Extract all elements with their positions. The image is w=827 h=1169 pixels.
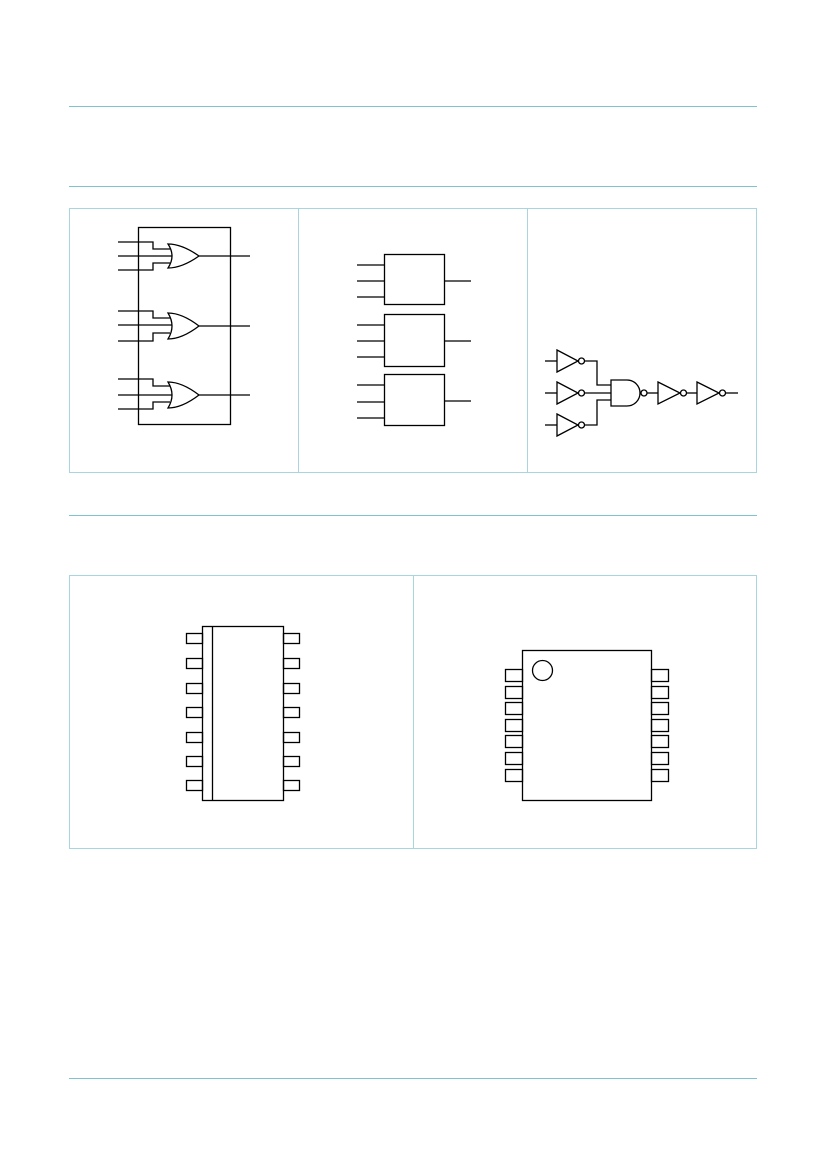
header-rule — [69, 106, 757, 107]
section-rule-pinning — [69, 515, 757, 516]
panel-divider — [298, 209, 299, 472]
footer-rule — [69, 1078, 757, 1079]
section-rule-functional-diagram — [69, 186, 757, 187]
panel-divider — [413, 576, 414, 848]
functional-diagram-panel-row — [69, 208, 757, 473]
panel-divider — [527, 209, 528, 472]
